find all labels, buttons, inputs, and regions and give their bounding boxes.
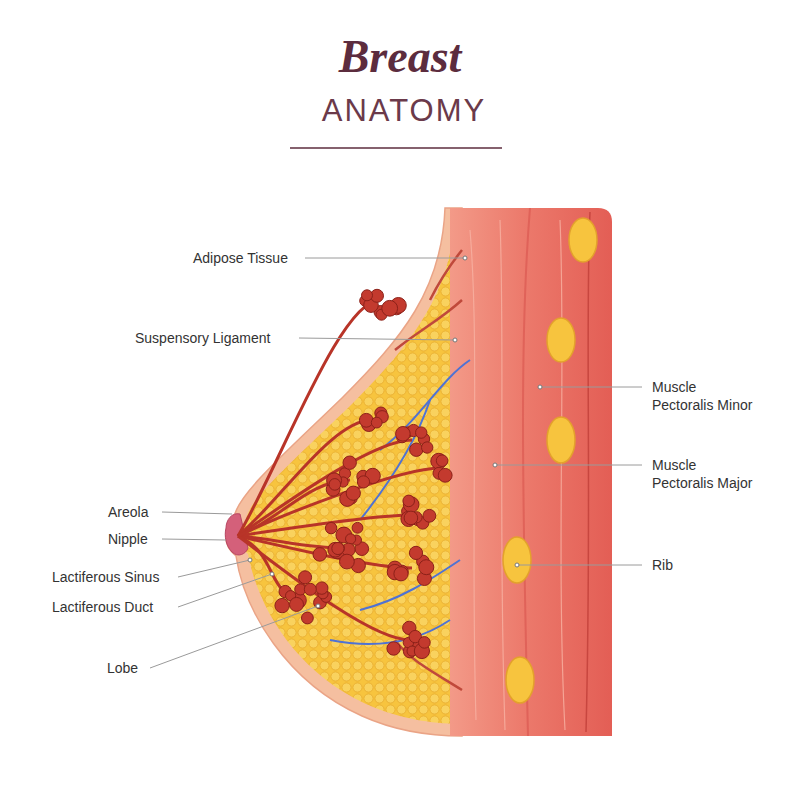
lobule xyxy=(290,597,304,611)
lactiferous-duct xyxy=(238,420,372,536)
part-label: Muscle Pectoralis Major xyxy=(652,456,758,492)
lobule xyxy=(357,476,369,488)
part-label: Muscle Pectoralis Minor xyxy=(652,378,758,414)
lobule xyxy=(396,427,411,442)
part-label: Suspensory Ligament xyxy=(135,329,270,347)
part-label: Lactiferous Sinus xyxy=(52,568,159,586)
muscle-border xyxy=(523,208,530,736)
leader-dots xyxy=(248,256,542,608)
lobule xyxy=(359,413,373,427)
diagram-subtitle: ANATOMY xyxy=(4,92,800,130)
part-label: Nipple xyxy=(108,530,148,548)
leader-lines xyxy=(150,258,642,668)
lobule xyxy=(419,560,434,575)
lobule xyxy=(325,522,336,533)
title-rule xyxy=(290,147,502,149)
lobule xyxy=(332,542,344,554)
lobule xyxy=(410,443,423,456)
lobule xyxy=(340,554,355,569)
lactiferous-duct xyxy=(238,440,412,536)
lobule xyxy=(387,642,400,655)
lactiferous-duct xyxy=(238,536,412,568)
lobule xyxy=(329,479,341,491)
lobule xyxy=(362,290,373,301)
muscle-fibres xyxy=(586,212,590,732)
lactiferous-ducts xyxy=(238,300,440,640)
part-label: Lobe xyxy=(107,659,138,677)
lobule xyxy=(423,509,436,522)
lactiferous-duct xyxy=(238,536,410,640)
muscle-fibres xyxy=(470,220,565,730)
lobule xyxy=(403,495,415,507)
lobule xyxy=(346,534,356,544)
lobule xyxy=(404,511,418,525)
lobule xyxy=(275,598,289,612)
lactiferous-duct xyxy=(238,468,440,536)
lobule xyxy=(299,571,312,584)
lobule xyxy=(371,417,382,428)
part-label: Lactiferous Duct xyxy=(52,598,153,616)
lobule xyxy=(394,567,408,581)
lobule xyxy=(304,583,316,595)
part-label: Areola xyxy=(108,503,148,521)
diagram-title: Breast xyxy=(0,30,800,84)
blood-vessels xyxy=(330,360,470,644)
lobule xyxy=(316,582,328,594)
ribs xyxy=(503,218,597,703)
part-label: Rib xyxy=(652,556,673,574)
lobule xyxy=(343,456,356,469)
lobule xyxy=(346,486,360,500)
lobes xyxy=(275,289,452,658)
part-label: Adipose Tissue xyxy=(193,249,288,267)
lobule xyxy=(352,522,363,533)
lobule xyxy=(302,612,314,624)
lobule xyxy=(382,300,398,316)
lobule xyxy=(313,548,327,562)
skin xyxy=(226,208,462,736)
lobule xyxy=(416,427,427,438)
lobule xyxy=(422,442,433,453)
lobule xyxy=(436,455,448,467)
pectoral-muscle xyxy=(450,208,612,736)
lobule xyxy=(409,546,422,559)
lobule xyxy=(419,637,431,649)
lobule xyxy=(438,468,452,482)
